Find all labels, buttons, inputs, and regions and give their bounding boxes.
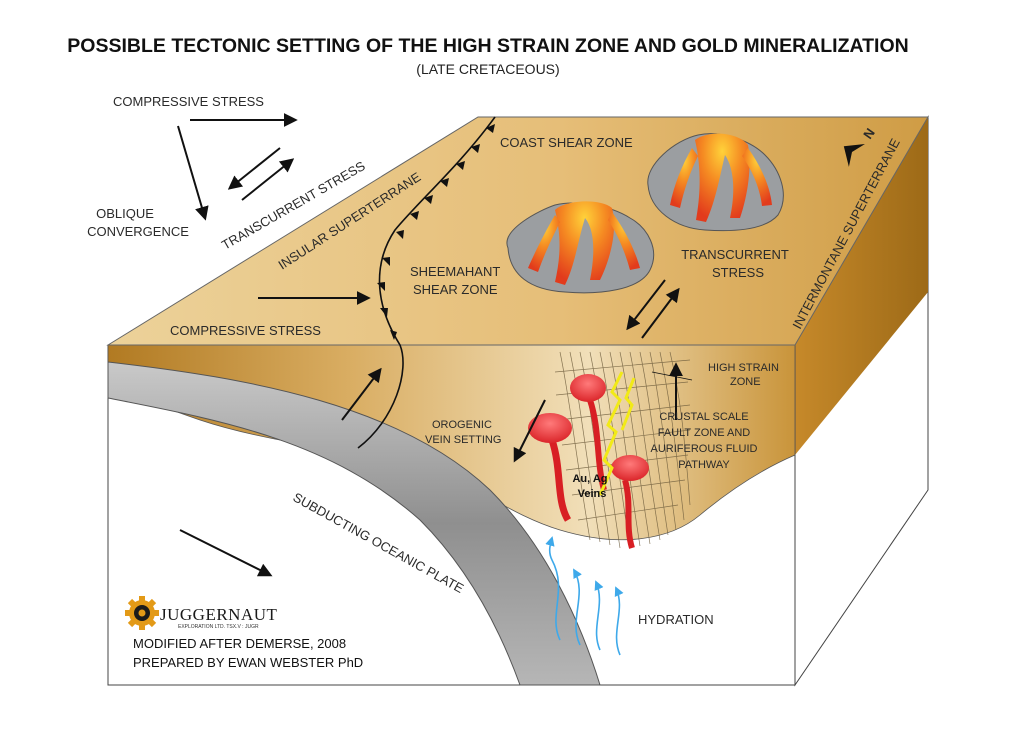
volcano-right bbox=[647, 133, 784, 232]
label-oblique: OBLIQUE bbox=[96, 206, 154, 221]
label-compressive-stress-top: COMPRESSIVE STRESS bbox=[113, 94, 264, 109]
high-strain-leader bbox=[651, 371, 693, 381]
diagram-title: POSSIBLE TECTONIC SETTING OF THE HIGH ST… bbox=[67, 35, 908, 57]
thrust-teeth bbox=[377, 124, 495, 340]
label-shear-zone: SHEAR ZONE bbox=[413, 282, 498, 297]
gear-icon bbox=[125, 596, 159, 630]
crust-side-face bbox=[795, 117, 928, 455]
label-coast-shear-zone: COAST SHEAR ZONE bbox=[500, 135, 633, 150]
high-strain-zone-hatching bbox=[554, 351, 691, 549]
diagram-subtitle: (LATE CRETACEOUS) bbox=[416, 61, 559, 77]
volcano-left bbox=[506, 201, 655, 294]
auriferous-fluid-plumes bbox=[528, 374, 649, 549]
veins-label-2: Veins bbox=[578, 488, 607, 500]
label-compressive-stress-left: COMPRESSIVE STRESS bbox=[170, 323, 321, 338]
label-sheemahant: SHEEMAHANT bbox=[410, 264, 500, 279]
label-crustal-3: AURIFEROUS FLUID bbox=[651, 443, 758, 455]
label-high-strain-1: HIGH STRAIN bbox=[708, 362, 779, 374]
subducting-plate bbox=[107, 361, 601, 686]
gold-silver-veins bbox=[598, 371, 636, 496]
stress-arrows bbox=[177, 113, 693, 577]
label-transcurrent-right-2: STRESS bbox=[712, 265, 764, 280]
label-convergence: CONVERGENCE bbox=[87, 224, 189, 239]
label-crustal-1: CRUSTAL SCALE bbox=[659, 411, 748, 423]
hydration-arrows bbox=[545, 536, 624, 656]
label-crustal-2: FAULT ZONE AND bbox=[658, 427, 751, 439]
credit-prepared: PREPARED BY EWAN WEBSTER PhD bbox=[133, 655, 363, 670]
logo-name: JUGGERNAUT bbox=[160, 605, 278, 624]
credit-modified: MODIFIED AFTER DEMERSE, 2008 bbox=[133, 636, 346, 651]
label-crustal-4: PATHWAY bbox=[678, 459, 730, 471]
label-orogenic-2: VEIN SETTING bbox=[425, 434, 501, 446]
north-arrow bbox=[843, 143, 865, 167]
juggernaut-logo: JUGGERNAUT EXPLORATION LTD. TSX.V : JUGR bbox=[125, 596, 278, 630]
label-high-strain-2: ZONE bbox=[730, 376, 761, 388]
veins-label-1: Au, Ag bbox=[572, 473, 607, 485]
coast-shear-zone-line bbox=[357, 116, 496, 449]
label-transcurrent-right-1: TRANSCURRENT bbox=[681, 247, 789, 262]
label-orogenic-1: OROGENIC bbox=[432, 419, 492, 431]
label-hydration: HYDRATION bbox=[638, 612, 714, 627]
logo-tagline: EXPLORATION LTD. TSX.V : JUGR bbox=[178, 624, 259, 630]
